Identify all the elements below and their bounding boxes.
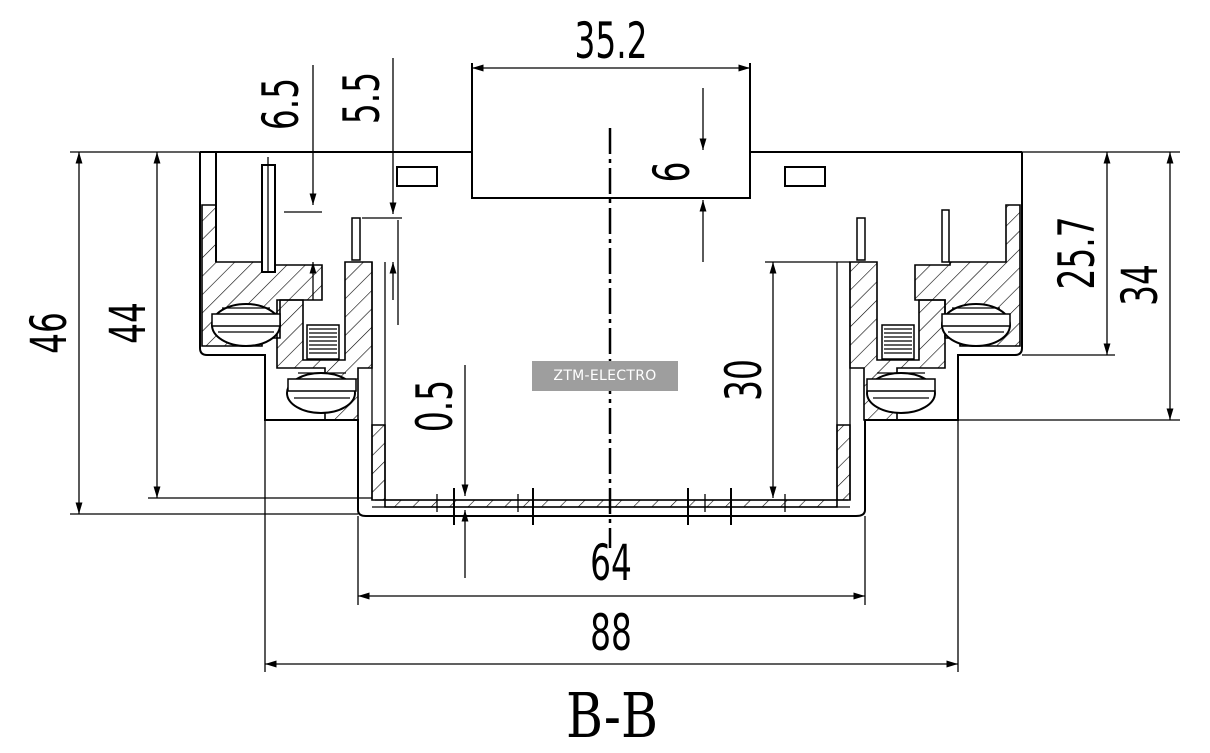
dim-5-5: 5.5 bbox=[333, 72, 391, 124]
dim-35-2: 35.2 bbox=[574, 12, 647, 70]
dim-34: 34 bbox=[1111, 264, 1169, 306]
watermark-label: ZTM-ELECTRO bbox=[532, 361, 678, 391]
dimension-labels: 35.2 46 44 6.5 5.5 6 0.5 30 25.7 34 64 8… bbox=[20, 12, 1169, 662]
right-cross-section bbox=[784, 166, 1021, 501]
screw-head-left-lower bbox=[286, 372, 357, 414]
dim-64: 64 bbox=[590, 534, 632, 592]
screw-head-left-upper bbox=[211, 303, 281, 347]
screw-head-right-lower bbox=[866, 372, 936, 414]
bottom-slot-marks bbox=[453, 488, 732, 525]
dimension-lines bbox=[70, 58, 1180, 672]
dim-6-5: 6.5 bbox=[252, 78, 310, 130]
screw-head-right-upper bbox=[941, 303, 1011, 347]
dim-0-5: 0.5 bbox=[406, 380, 464, 432]
dim-25-7: 25.7 bbox=[1048, 216, 1106, 289]
section-label: B-B bbox=[566, 681, 658, 752]
left-cross-section bbox=[201, 152, 438, 501]
dim-30: 30 bbox=[715, 359, 773, 401]
dim-44: 44 bbox=[99, 302, 157, 344]
dim-6: 6 bbox=[643, 162, 701, 183]
dim-88: 88 bbox=[590, 604, 632, 662]
dim-46: 46 bbox=[20, 312, 78, 354]
